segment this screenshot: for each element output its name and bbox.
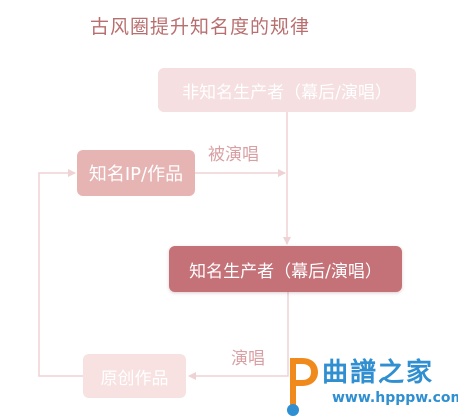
edge-famous-to-original <box>188 292 289 380</box>
node-famous-ip-work: 知名IP/作品 <box>77 150 195 196</box>
node-original-work: 原创作品 <box>83 354 186 398</box>
edge-label-sing: 演唱 <box>231 349 265 369</box>
node-non-famous-producer: 非知名生产者（幕后/演唱） <box>158 68 416 112</box>
edge-original-to-ip <box>38 169 83 377</box>
node-famous-producer: 知名生产者（幕后/演唱） <box>169 246 402 292</box>
watermark-url: www.hpppw.com <box>332 390 458 406</box>
music-note-logo-icon <box>287 358 318 416</box>
site-watermark: 曲譜之家 www.hpppw.com <box>280 350 458 418</box>
watermark-site-name: 曲譜之家 <box>322 358 435 388</box>
diagram-title: 古风圈提升知名度的规律 <box>89 16 310 38</box>
edge-label-covered: 被演唱 <box>208 145 259 165</box>
